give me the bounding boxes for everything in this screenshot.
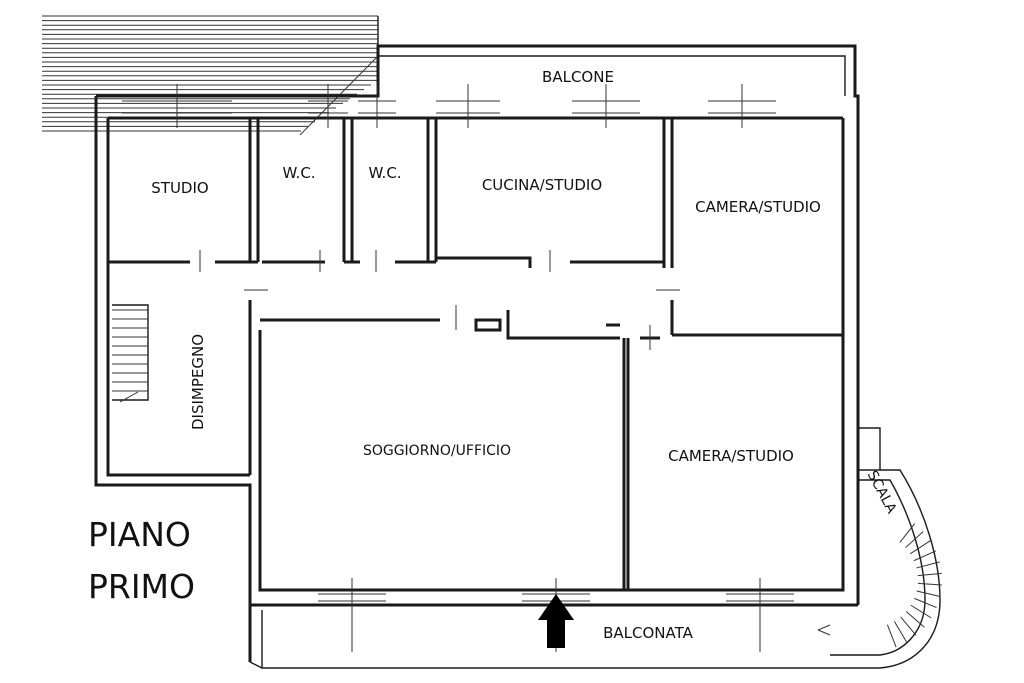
room-label-balcone: BALCONE (542, 68, 614, 86)
spiral-tread (917, 572, 942, 577)
floor-title-line-1: PIANO (88, 515, 191, 554)
room-label-disimpegno: DISIMPEGNO (189, 334, 207, 430)
spiral-tread (905, 611, 925, 628)
spiral-tread (893, 621, 907, 643)
outer-walls (94, 44, 860, 669)
spiral-tread (910, 604, 932, 619)
spiral-tread (916, 590, 941, 597)
internal-staircase (112, 304, 149, 403)
spiral-tread (900, 616, 917, 636)
spiral-tread (899, 523, 916, 543)
room-label-wc-1: W.C. (282, 164, 315, 182)
door-marks (199, 250, 680, 350)
balconata-stair-arrow (817, 624, 831, 636)
room-label-balconata: BALCONATA (603, 624, 694, 642)
spiral-tread (886, 624, 897, 648)
floor-title-line-2: PRIMO (88, 567, 196, 606)
spiral-tread (909, 540, 931, 555)
spiral-tread (916, 561, 940, 569)
entrance-arrow-icon (538, 594, 574, 648)
room-label-scala: SCALA (864, 468, 900, 516)
room-label-camera-studio-top: CAMERA/STUDIO (695, 198, 821, 216)
room-label-studio: STUDIO (151, 179, 208, 197)
room-label-cucina-studio: CUCINA/STUDIO (482, 176, 602, 194)
spiral-tread (913, 550, 937, 562)
room-label-soggiorno-ufficio: SOGGIORNO/UFFICIO (363, 443, 511, 459)
spiral-tread (905, 531, 924, 549)
external-spiral-staircase (830, 427, 942, 669)
room-label-camera-studio-bottom: CAMERA/STUDIO (668, 447, 794, 465)
spiral-tread (917, 582, 942, 586)
stair-arrow-line (119, 391, 139, 403)
top-windows (122, 84, 776, 128)
interior-walls (108, 118, 843, 590)
spiral-tread (914, 597, 937, 608)
room-label-wc-2: W.C. (368, 164, 401, 182)
